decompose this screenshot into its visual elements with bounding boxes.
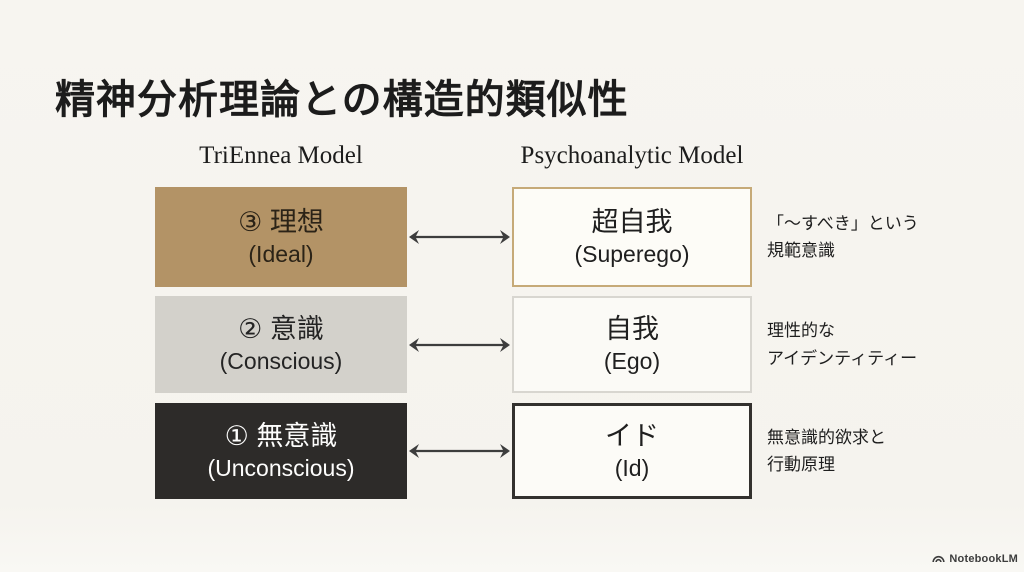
page-title: 精神分析理論との構造的類似性: [55, 76, 629, 122]
box-main-label: 超自我: [591, 206, 673, 237]
triennea-box-conscious: ② 意識 (Conscious): [155, 296, 407, 393]
box-main-label: ① 無意識: [224, 420, 338, 451]
box-sub-label: (Id): [614, 454, 650, 481]
triennea-box-ideal: ③ 理想 (Ideal): [155, 187, 407, 287]
box-sub-label: (Ego): [603, 348, 661, 374]
triennea-box-unconscious: ① 無意識 (Unconscious): [155, 403, 407, 499]
box-main-label: イド: [605, 420, 659, 451]
box-main-label: ② 意識: [238, 314, 324, 345]
annotation-line: 規範意識: [767, 241, 835, 260]
brand-watermark: NotebookLM: [932, 553, 1018, 565]
box-main-label: ③ 理想: [238, 206, 324, 237]
mapping-arrow-zone: [407, 296, 512, 393]
mapping-arrow-zone: [407, 187, 512, 287]
psychoanalytic-box-superego: 超自我 (Superego): [512, 187, 752, 287]
annotation-line: アイデンティティー: [767, 348, 918, 368]
brand-name: NotebookLM: [949, 553, 1018, 565]
box-sub-label: (Unconscious): [207, 454, 355, 481]
annotation-line: 「〜すべき」という: [767, 213, 919, 233]
column-header-triennea: TriEnnea Model: [199, 142, 363, 169]
annotation-line: 行動原理: [767, 455, 835, 474]
box-sub-label: (Conscious): [219, 348, 343, 374]
diagram-row-ideal: ③ 理想 (Ideal) 超自我 (Superego) 「〜すべき」という 規範…: [155, 187, 1015, 287]
psychoanalytic-box-id: イド (Id): [512, 403, 752, 499]
notebooklm-logo-icon: [932, 555, 945, 563]
box-main-label: 自我: [605, 314, 659, 345]
box-sub-label: (Ideal): [248, 240, 314, 267]
annotation-line: 理性的な: [767, 321, 835, 341]
annotation-id: 無意識的欲求と 行動原理: [767, 403, 1015, 499]
double-arrow-icon: [409, 337, 510, 352]
annotation-superego: 「〜すべき」という 規範意識: [767, 187, 1015, 287]
double-arrow-icon: [409, 230, 510, 244]
psychoanalytic-box-ego: 自我 (Ego): [512, 296, 752, 393]
box-sub-label: (Superego): [574, 240, 690, 267]
double-arrow-icon: [409, 444, 510, 458]
annotation-ego: 理性的な アイデンティティー: [767, 296, 1015, 393]
diagram-row-unconscious: ① 無意識 (Unconscious) イド (Id) 無意識的欲求と 行動原理: [155, 403, 1015, 499]
diagram-row-conscious: ② 意識 (Conscious) 自我 (Ego) 理性的な アイデンティティー: [155, 296, 1015, 393]
mapping-arrow-zone: [407, 403, 512, 499]
annotation-line: 無意識的欲求と: [767, 427, 886, 447]
column-header-psychoanalytic: Psychoanalytic Model: [520, 142, 744, 169]
